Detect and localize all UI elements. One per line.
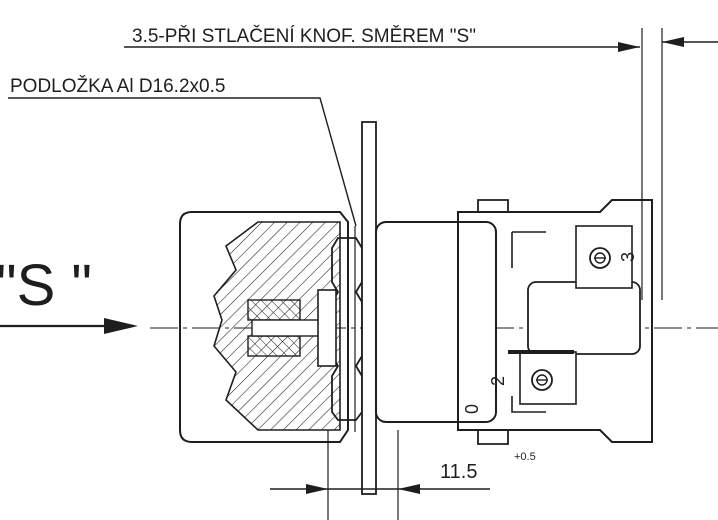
washer-note: PODLOŽKA Al D16.2x0.5 (10, 75, 225, 97)
dimension-arrow-bottom-right (398, 484, 420, 494)
terminal-screw-3 (589, 247, 611, 269)
press-travel-note: 3.5-PŘI STLAČENÍ KNOF. SMĚREM "S" (132, 25, 476, 47)
position-number-3: 3 (618, 252, 638, 262)
dimension-arrow-left (662, 37, 684, 47)
dimension-arrow-bottom-left (306, 484, 328, 494)
switch-body (375, 221, 497, 423)
knob-pin (251, 319, 323, 337)
threaded-bushing (317, 289, 337, 367)
panel-plate (361, 121, 377, 495)
housing-bottom-clip (477, 430, 509, 445)
inner-frame (511, 231, 546, 413)
direction-label-s: "S " (0, 253, 92, 318)
actuator-block (527, 281, 641, 355)
position-number-2: 2 (488, 376, 508, 386)
position-number-0: 0 (462, 404, 482, 414)
knob-insert-upper (247, 299, 301, 321)
switch-housing (457, 199, 653, 443)
dimension-arrow-right (618, 42, 640, 52)
direction-arrow-head (104, 318, 138, 334)
dimension-tolerance: +0.5 (514, 451, 536, 463)
knob-outline (179, 211, 349, 443)
dimension-value: 11.5 (440, 461, 477, 483)
knob-insert-lower (247, 335, 301, 357)
terminal-screw-2 (531, 369, 553, 391)
washer-leader-line (8, 97, 357, 227)
housing-top-clip (477, 199, 509, 212)
